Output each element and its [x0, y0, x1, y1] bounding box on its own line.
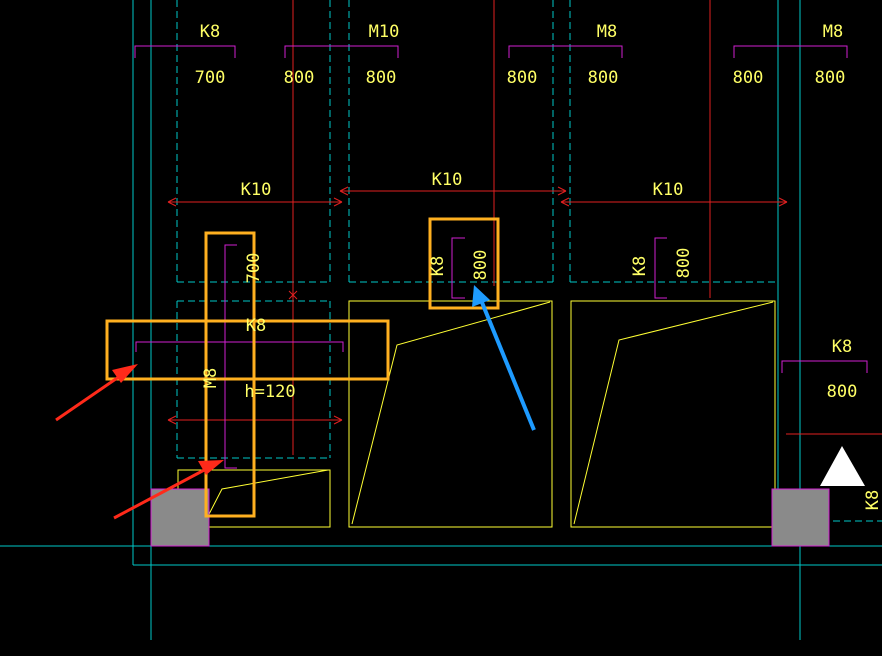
- label-k8-vertical: K8: [630, 256, 650, 276]
- highlight-box-horizontal: [105, 319, 390, 381]
- label-thickness: h=120: [244, 382, 295, 402]
- blue-arrow-icon: [472, 285, 536, 431]
- dim-700: 700: [195, 68, 226, 88]
- dim-bracket: [508, 45, 623, 58]
- dim-800: 800: [815, 68, 846, 88]
- dim-800: 800: [588, 68, 619, 88]
- arrow-heads: [167, 415, 343, 425]
- dim-700-vertical: 700: [244, 253, 264, 284]
- dim-800: 800: [366, 68, 397, 88]
- label-k10: K10: [241, 180, 272, 200]
- dimension-brackets: [134, 45, 868, 469]
- text-labels: K8 M10 M8 M8 700 800 800 800 800 800 800…: [195, 22, 882, 510]
- rebar-cross-mark: [288, 290, 298, 300]
- label-m8-vertical: M8: [201, 368, 221, 388]
- label-k8-vertical: K8: [428, 256, 448, 276]
- label-k8-edge: K8: [863, 490, 882, 510]
- triangle-marker-icon: [820, 446, 865, 486]
- dim-bracket-vertical: [451, 237, 465, 299]
- dim-bracket: [733, 45, 848, 58]
- column-left: [150, 488, 210, 547]
- label-top-m8-right: M8: [823, 22, 843, 42]
- column-right: [771, 488, 830, 547]
- slab-panel: [570, 300, 776, 528]
- slab-diagonal: [205, 469, 329, 521]
- dim-bracket: [284, 45, 399, 58]
- dim-800-right: 800: [827, 382, 858, 402]
- label-k8-highlighted: K8: [246, 316, 266, 336]
- highlight-boxes: [105, 217, 500, 518]
- arrow-heads: [560, 197, 788, 207]
- dim-bracket: [781, 360, 868, 373]
- slab-panel: [348, 300, 553, 528]
- dim-800-vertical: 800: [674, 248, 694, 279]
- slab-diagonal: [573, 301, 774, 525]
- label-k10: K10: [432, 170, 463, 190]
- dim-800: 800: [733, 68, 764, 88]
- label-k10: K10: [653, 180, 684, 200]
- dim-bracket-k8: [135, 341, 344, 352]
- dim-bracket-vertical: [224, 244, 237, 469]
- label-top-m10: M10: [369, 22, 400, 42]
- red-arrow-1-icon: [55, 364, 138, 422]
- red-arrow-2-icon: [113, 460, 224, 520]
- label-top-m8: M8: [597, 22, 617, 42]
- label-top-k8: K8: [200, 22, 220, 42]
- dim-bracket-vertical: [654, 237, 667, 299]
- arrow-heads: [339, 186, 567, 196]
- dim-800: 800: [507, 68, 538, 88]
- slab-outlines: [177, 300, 776, 528]
- highlight-box-vertical: [204, 231, 256, 518]
- dim-800-vertical: 800: [471, 250, 491, 281]
- pointer-arrows: [55, 285, 536, 520]
- arrow-heads: [167, 197, 343, 207]
- dim-bracket: [134, 45, 236, 58]
- highlight-box-top: [428, 217, 500, 310]
- label-k8-right: K8: [832, 337, 852, 357]
- dim-800: 800: [284, 68, 315, 88]
- slab-diagonal: [351, 301, 551, 525]
